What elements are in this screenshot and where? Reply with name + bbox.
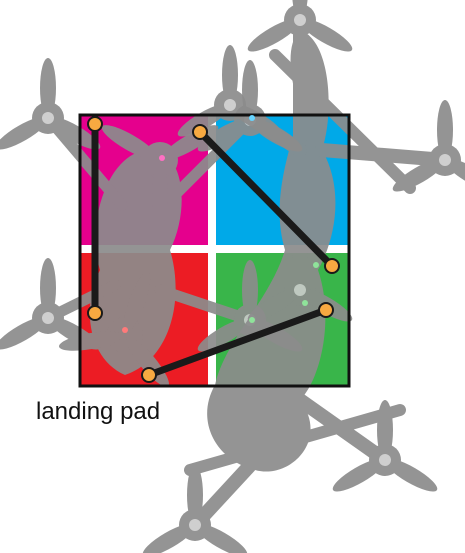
landing-pad-caption: landing pad: [36, 398, 161, 425]
drone-large-arm: [184, 404, 406, 476]
drone-small-rotor: [58, 331, 123, 351]
sensor-dot: [122, 327, 128, 333]
drone-large: [139, 0, 465, 553]
sensor-dot: [249, 115, 255, 121]
marker-point: [141, 367, 157, 383]
marker-point: [324, 258, 340, 274]
drone-small-rotor: [152, 163, 168, 227]
marker-point: [318, 302, 334, 318]
drone-large-rotor: [329, 400, 441, 497]
drone-small-rotor: [0, 58, 104, 155]
drone-small-rotor: [101, 125, 158, 160]
sensor-dot: [302, 300, 308, 306]
connections: [91, 120, 336, 379]
marker-point: [192, 124, 208, 140]
marker-point: [87, 116, 103, 132]
sensor-dot: [249, 317, 255, 323]
drone-small-rotor: [123, 271, 151, 333]
drone-large-arm: [315, 143, 452, 167]
connection-link: [145, 306, 330, 379]
drone-small: [0, 58, 306, 387]
pad-divider-horizontal: [80, 245, 349, 253]
drone-large-rotor: [389, 100, 465, 197]
connection-link: [196, 128, 336, 270]
marker-point: [87, 305, 103, 321]
sensor-dots: [122, 115, 319, 333]
sensor-dot: [159, 155, 165, 161]
markers: [87, 116, 340, 383]
sensor-dot: [313, 262, 319, 268]
pad-border: [78, 113, 351, 388]
drone-large-arm: [293, 393, 392, 467]
